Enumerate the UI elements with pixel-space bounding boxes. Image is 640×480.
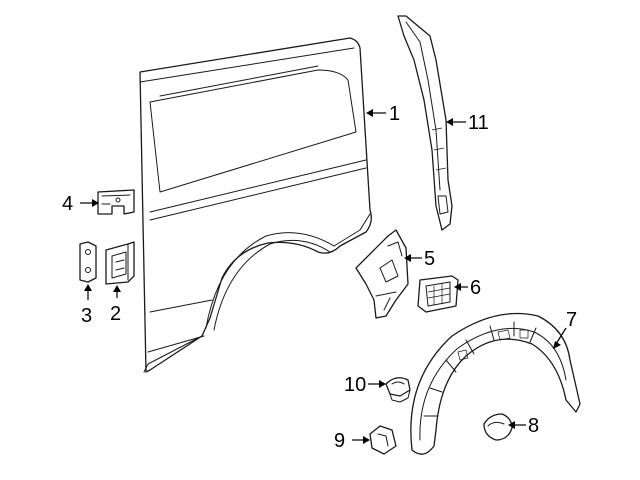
part-9-clip — [369, 425, 397, 455]
callout-2: 2 — [110, 285, 121, 325]
callout-11-label: 11 — [468, 112, 489, 134]
part-11-pillar — [397, 15, 453, 231]
part-2-bracket — [105, 241, 135, 285]
part-6-vent-grille — [417, 275, 459, 313]
part-4-bracket — [97, 189, 135, 215]
callout-10: 10 — [344, 374, 386, 396]
callout-9: 9 — [334, 430, 370, 452]
part-1-side-panel — [139, 37, 372, 373]
callout-3: 3 — [81, 284, 92, 327]
part-8-cap — [483, 413, 513, 441]
callout-1-label: 1 — [389, 103, 400, 125]
callout-8-label: 8 — [528, 415, 539, 437]
callout-4-label: 4 — [62, 193, 73, 215]
callout-10-label: 10 — [344, 374, 366, 396]
part-5-bracket — [355, 229, 409, 319]
callout-8: 8 — [508, 415, 539, 437]
callout-2-label: 2 — [110, 303, 121, 325]
callout-1: 1 — [366, 103, 400, 125]
callout-5: 5 — [404, 248, 435, 270]
callout-4: 4 — [62, 193, 99, 215]
callout-6-label: 6 — [470, 277, 481, 299]
part-3-strip — [79, 241, 97, 283]
part-10-grommet — [385, 377, 411, 403]
callout-5-label: 5 — [424, 248, 435, 270]
part-7-wheel-liner — [410, 312, 581, 455]
callout-9-label: 9 — [334, 430, 345, 452]
callout-6: 6 — [454, 277, 481, 299]
callout-3-label: 3 — [81, 305, 92, 327]
callout-11: 11 — [446, 112, 489, 134]
callout-7: 7 — [553, 309, 577, 349]
callout-7-label: 7 — [566, 309, 577, 331]
